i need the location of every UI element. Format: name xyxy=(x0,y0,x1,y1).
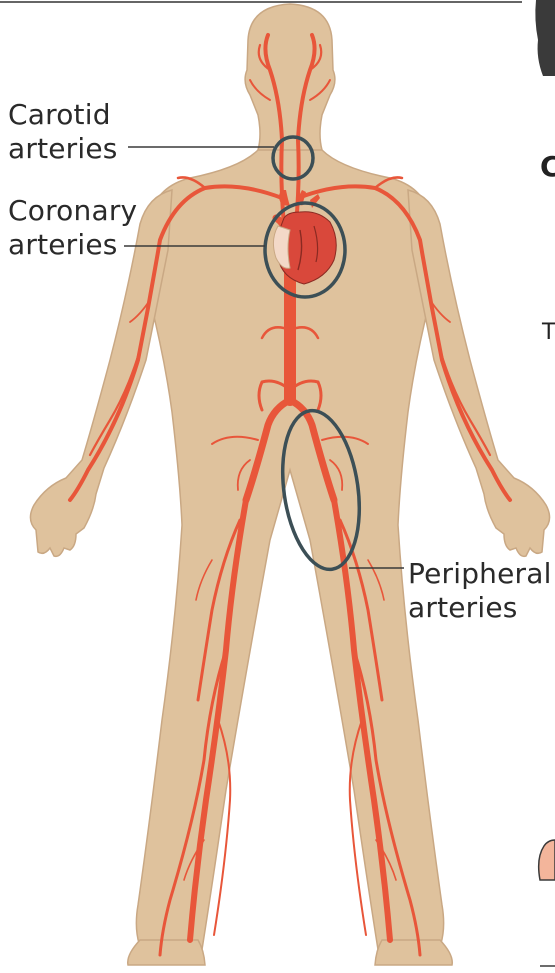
bottom-right-fragment xyxy=(539,840,555,966)
peripheral-label-line-1: Peripheral xyxy=(408,557,552,591)
coronary-arteries-label: Coronary arteries xyxy=(8,194,137,262)
coronary-label-line-2: arteries xyxy=(8,228,137,262)
dark-image-fragment xyxy=(535,0,555,76)
coronary-label-line-1: Coronary xyxy=(8,194,137,228)
partial-letter-t: T xyxy=(541,320,555,345)
carotid-label-line-1: Carotid xyxy=(8,98,118,132)
partial-letter-c: C xyxy=(540,150,555,183)
carotid-label-line-2: arteries xyxy=(8,132,118,166)
peripheral-arteries-label: Peripheral arteries xyxy=(408,557,552,625)
carotid-arteries-label: Carotid arteries xyxy=(8,98,118,166)
peripheral-label-line-2: arteries xyxy=(408,591,552,625)
